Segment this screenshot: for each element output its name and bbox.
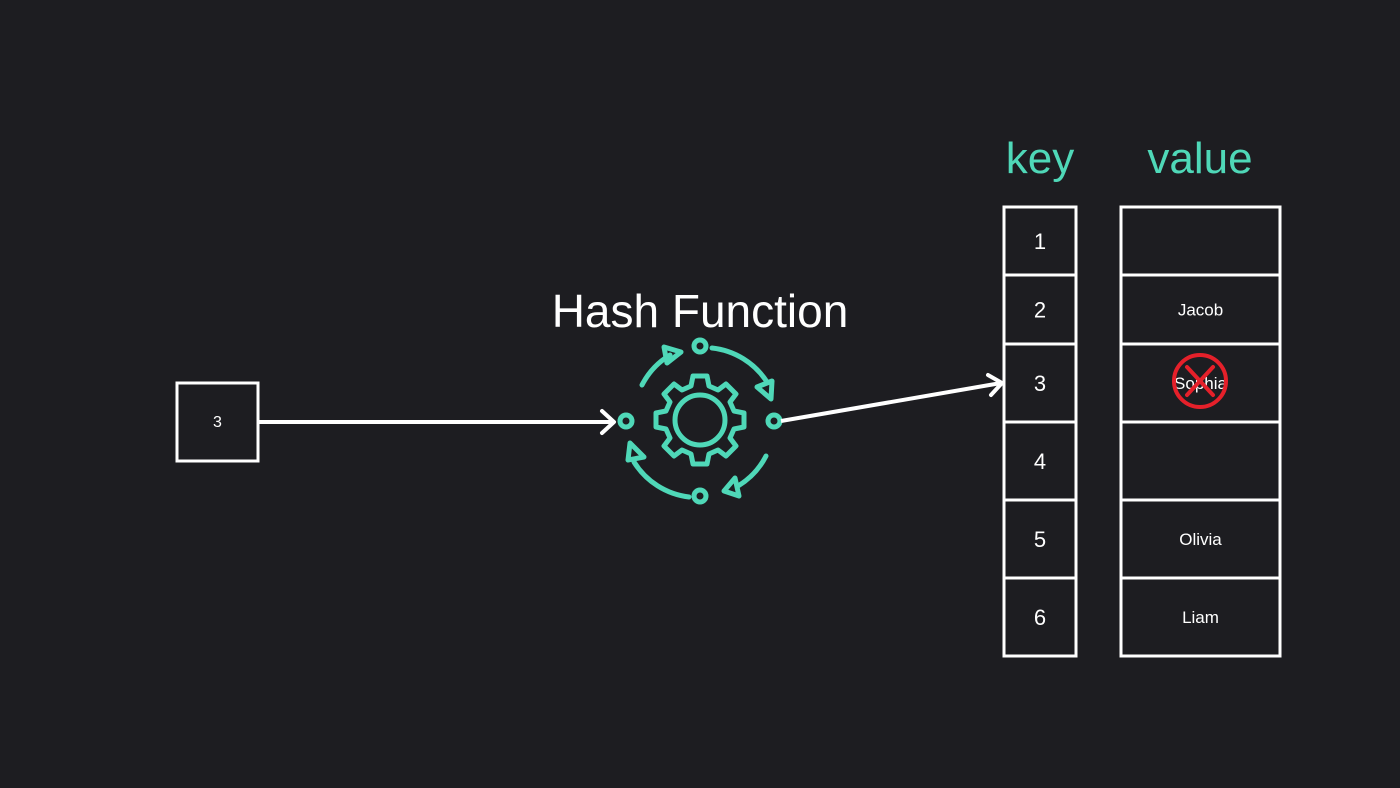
gear-cycle-icon <box>617 337 783 505</box>
key-label: 2 <box>1034 298 1046 323</box>
value-cell <box>1119 420 1282 502</box>
hash-table: 12Jacob3Sophia45Olivia6Liam <box>1002 205 1282 658</box>
key-cell <box>1002 576 1078 658</box>
input-key-box: 3 <box>175 381 260 463</box>
key-label: 5 <box>1034 527 1046 552</box>
arrow-hash-to-key <box>780 373 1004 423</box>
hash-function-title: Hash Function <box>552 285 849 337</box>
value-label: Olivia <box>1179 530 1222 549</box>
delete-x-icon <box>1172 353 1228 409</box>
value-label: Liam <box>1182 608 1219 627</box>
key-label: 3 <box>1034 371 1046 396</box>
value-cell <box>1119 205 1282 277</box>
key-column-header: key <box>1006 134 1074 183</box>
input-key-text: 3 <box>213 414 222 431</box>
value-cell <box>1119 576 1282 658</box>
key-label: 1 <box>1034 229 1046 254</box>
value-label: Jacob <box>1178 301 1223 320</box>
key-label: 6 <box>1034 605 1046 630</box>
key-label: 4 <box>1034 449 1046 474</box>
value-column-header: value <box>1147 134 1252 183</box>
arrow-input-to-hash <box>259 409 616 435</box>
